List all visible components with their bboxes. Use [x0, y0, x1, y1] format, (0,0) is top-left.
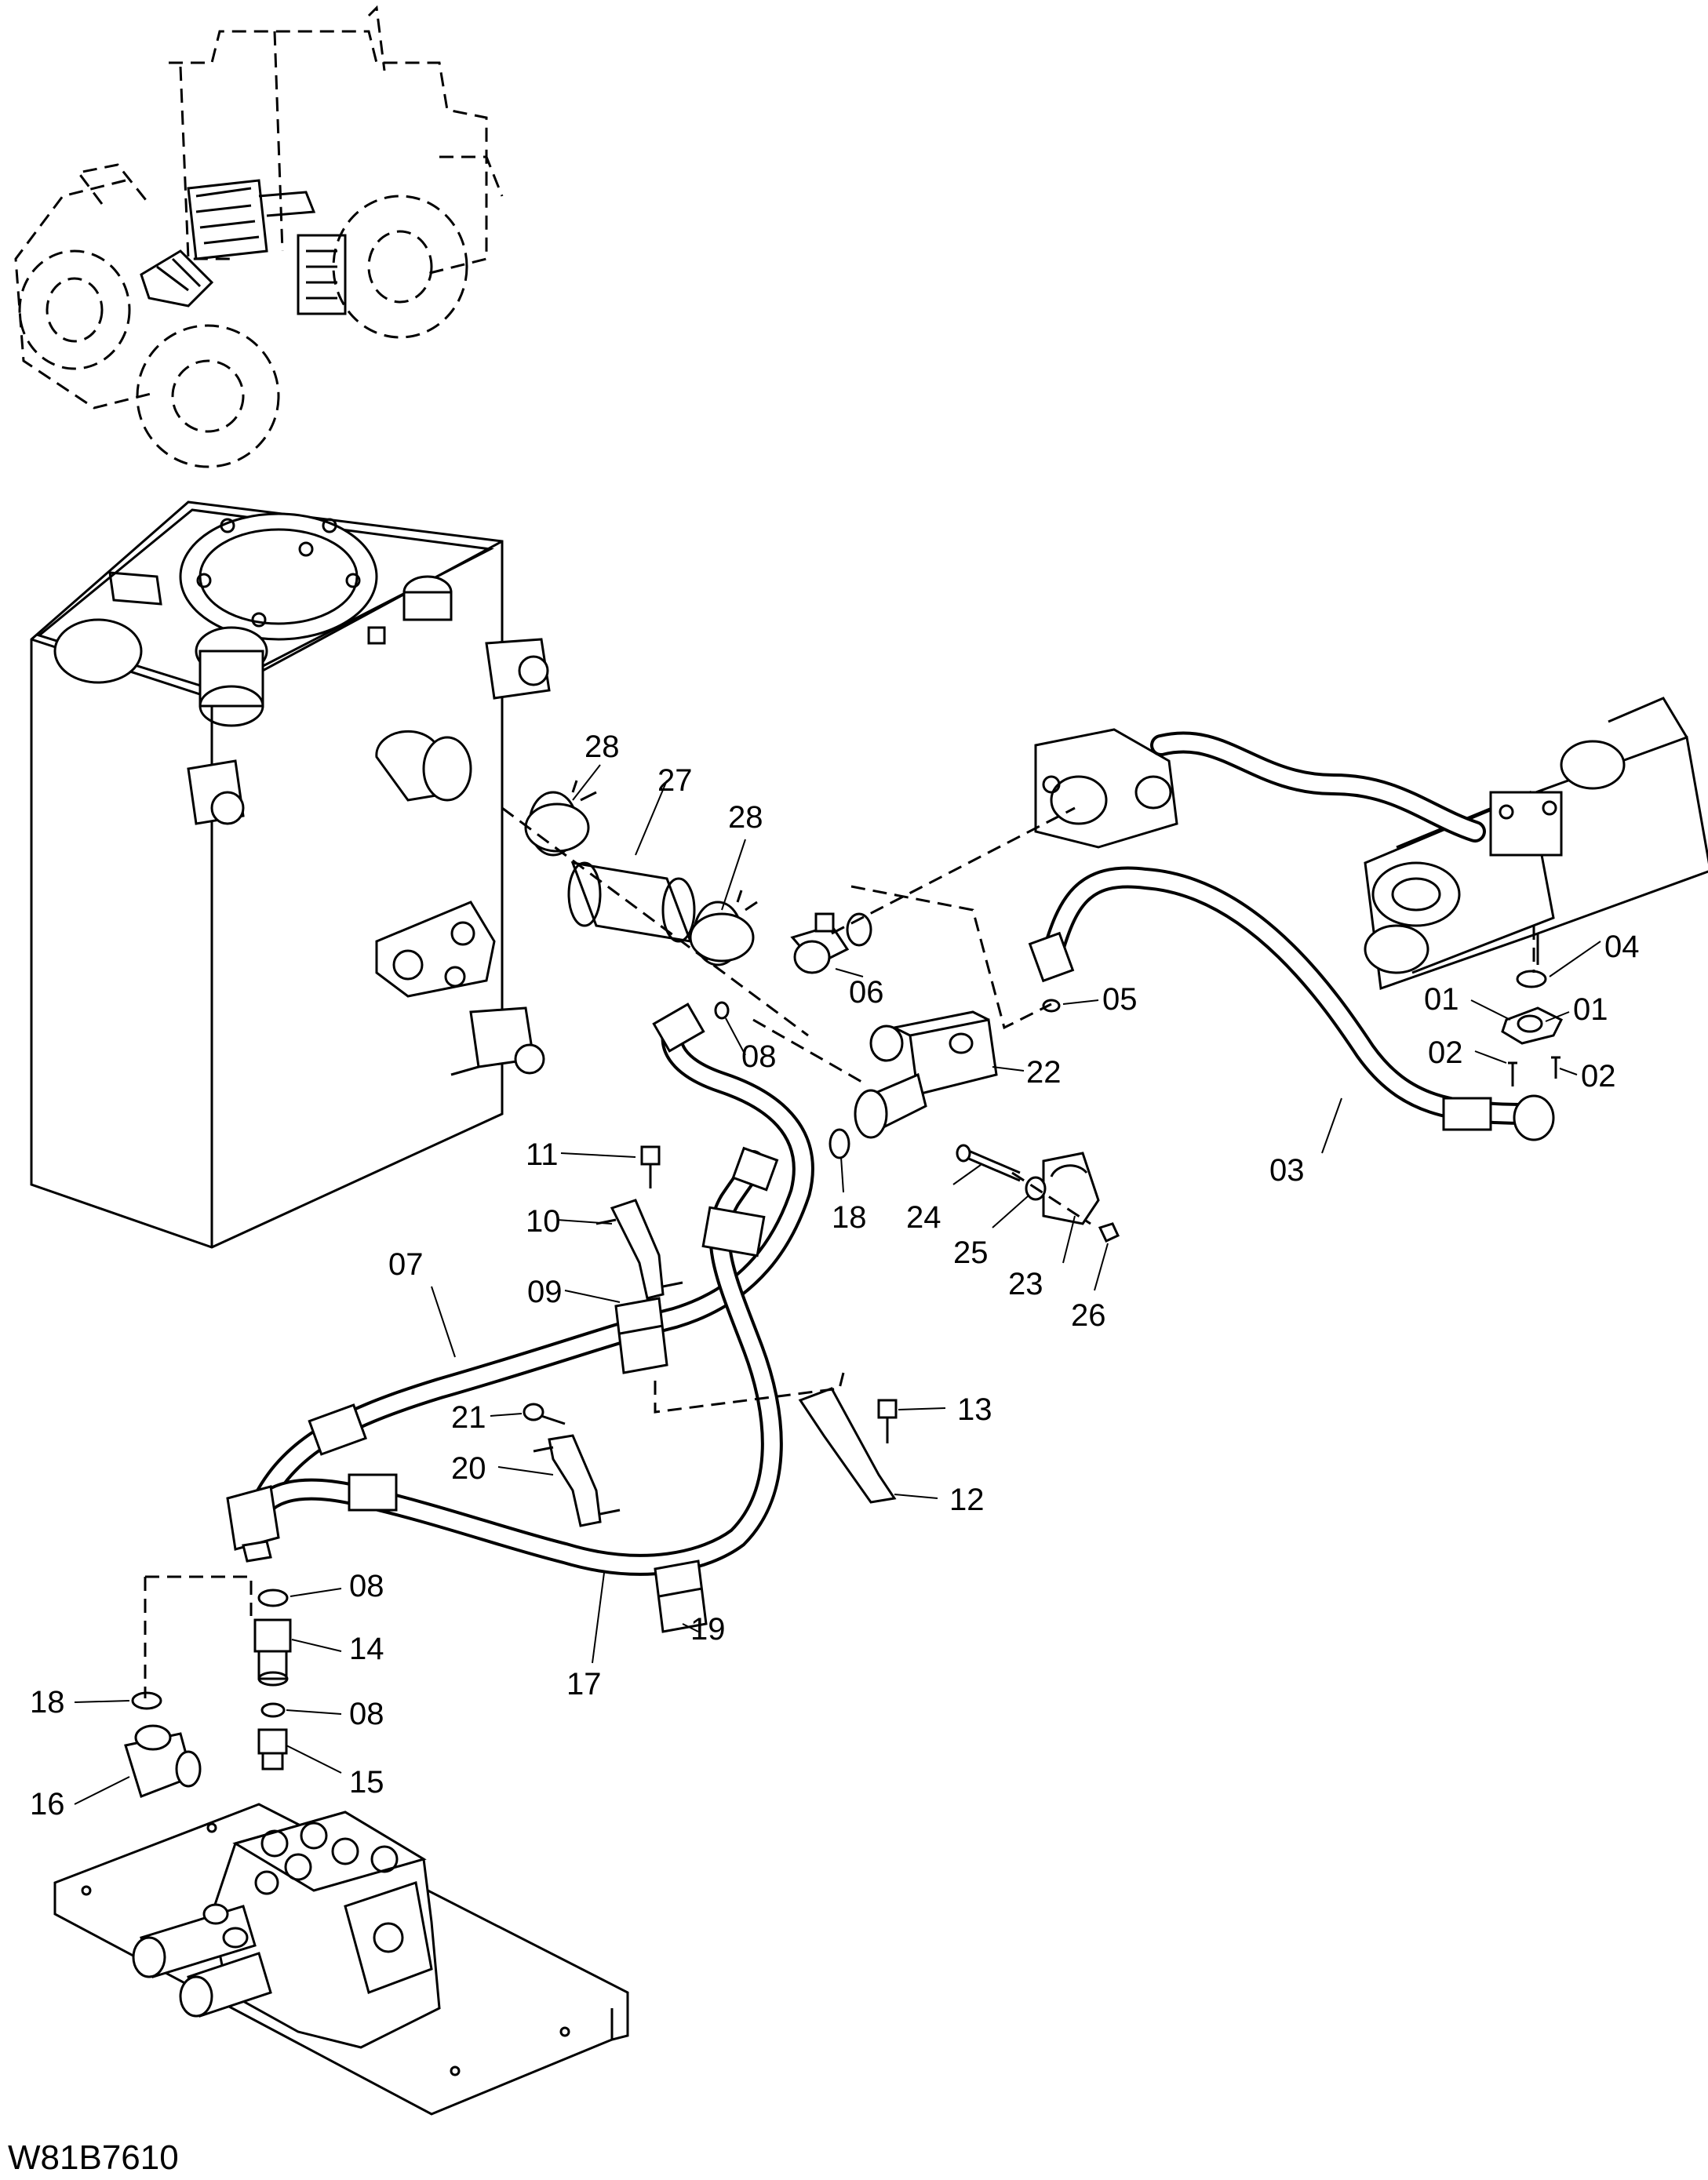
hose-clamps	[614, 1297, 708, 1633]
label-24: 24	[906, 1200, 941, 1235]
hose-17	[240, 1146, 783, 1576]
flange-fittings	[1042, 970, 1564, 1086]
lower-fittings	[124, 1589, 292, 1798]
label-23: 23	[1008, 1267, 1043, 1301]
hose-03	[1028, 866, 1555, 1141]
label-26: 26	[1071, 1298, 1106, 1333]
label-17: 17	[566, 1667, 602, 1701]
label-07: 07	[388, 1247, 424, 1282]
label-08-middle: 08	[349, 1569, 384, 1603]
label-03: 03	[1269, 1153, 1305, 1188]
label-22: 22	[1026, 1055, 1062, 1090]
label-18-upper: 18	[832, 1200, 867, 1235]
label-10: 10	[526, 1204, 561, 1239]
part-labels: 28 27 28 06 08 22 18 04 05 01 01 02 02 0…	[8, 730, 1640, 2177]
label-15: 15	[349, 1765, 384, 1800]
control-valve-and-plate	[53, 1803, 629, 2116]
label-06: 06	[849, 975, 884, 1010]
label-28-right: 28	[728, 800, 763, 835]
label-05: 05	[1102, 982, 1138, 1017]
label-11: 11	[526, 1137, 559, 1172]
label-01-right: 01	[1573, 992, 1608, 1027]
label-27: 27	[657, 763, 693, 798]
label-02-right: 02	[1581, 1059, 1616, 1094]
reference-lines	[144, 806, 1535, 1698]
label-08-lower: 08	[349, 1697, 384, 1731]
label-01-left: 01	[1424, 982, 1459, 1017]
label-19: 19	[690, 1612, 726, 1647]
label-20: 20	[451, 1451, 486, 1486]
hose-end-fittings	[226, 1485, 280, 1563]
drawing-code: W81B7610	[8, 2138, 179, 2177]
machine-locator-view	[14, 5, 504, 468]
hose-07	[240, 1003, 814, 1541]
valve-block-22	[714, 912, 998, 1159]
label-21: 21	[451, 1400, 486, 1435]
label-14: 14	[349, 1632, 384, 1666]
label-16: 16	[30, 1787, 65, 1822]
label-09: 09	[527, 1275, 563, 1309]
label-04: 04	[1604, 930, 1640, 964]
bracket-23-hardware	[956, 1144, 1120, 1243]
label-13: 13	[957, 1392, 992, 1427]
leader-lines	[74, 764, 1601, 1805]
label-18-lower: 18	[30, 1685, 65, 1720]
label-08-upper: 08	[741, 1039, 777, 1074]
label-25: 25	[953, 1236, 989, 1270]
label-12: 12	[949, 1483, 985, 1517]
pump-assembly	[1034, 697, 1708, 991]
hydraulic-tank	[30, 500, 551, 1249]
label-28-left: 28	[585, 730, 620, 764]
label-02-left: 02	[1428, 1035, 1463, 1070]
suction-hose-assembly	[524, 780, 758, 966]
